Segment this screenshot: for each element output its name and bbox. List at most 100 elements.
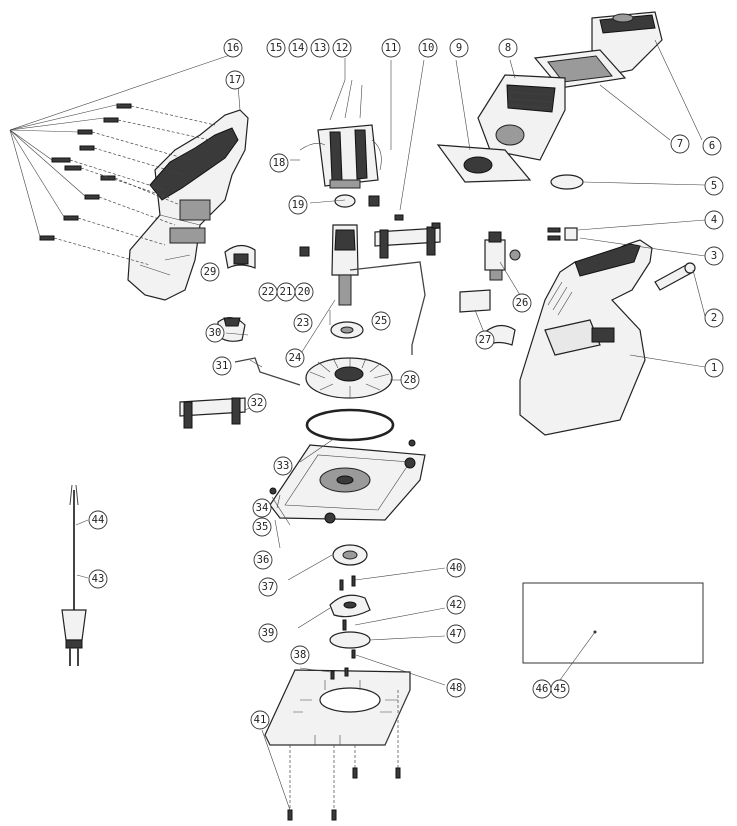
svg-text:21: 21	[280, 286, 293, 298]
callout-30: 30	[205, 323, 225, 343]
switch-26	[484, 231, 521, 281]
svg-text:32: 32	[251, 397, 264, 409]
callout-3: 3	[704, 246, 724, 266]
svg-text:29: 29	[204, 266, 217, 278]
svg-text:24: 24	[289, 352, 302, 364]
label-box	[522, 582, 704, 681]
callout-36: 36	[253, 550, 273, 570]
sanding-pad-38	[264, 667, 411, 746]
svg-text:43: 43	[92, 573, 105, 585]
svg-text:40: 40	[450, 562, 463, 574]
eccentric-39	[329, 594, 371, 618]
callout-22: 22	[258, 282, 278, 302]
housing-screws	[9, 54, 231, 266]
svg-text:18: 18	[273, 157, 286, 169]
svg-text:3: 3	[711, 250, 717, 262]
callout-14: 14	[288, 38, 308, 58]
svg-text:36: 36	[257, 554, 270, 566]
callout-24: 24	[285, 348, 305, 368]
svg-text:2: 2	[711, 312, 717, 324]
callout-31: 31	[212, 356, 232, 376]
svg-text:47: 47	[450, 628, 463, 640]
callout-35: 35	[252, 517, 272, 537]
bearing-25	[330, 321, 364, 339]
callout-46: 46	[532, 679, 552, 699]
callout-27: 27	[475, 330, 495, 350]
callout-21: 21	[276, 282, 296, 302]
callout-18: 18	[269, 153, 289, 173]
callout-13: 13	[310, 38, 330, 58]
callout-11: 11	[381, 38, 401, 58]
wire-spring	[234, 261, 426, 386]
callout-1: 1	[704, 358, 724, 378]
callout-32: 32	[247, 393, 267, 413]
callout-23: 23	[293, 313, 313, 333]
bearing-37	[332, 544, 368, 566]
screws-3-4	[547, 227, 578, 241]
svg-text:12: 12	[336, 42, 349, 54]
svg-text:26: 26	[516, 297, 529, 309]
callout-25: 25	[371, 311, 391, 331]
svg-text:11: 11	[385, 42, 398, 54]
part-30	[217, 317, 246, 342]
callout-26: 26	[512, 293, 532, 313]
callout-5: 5	[704, 176, 724, 196]
callout-39: 39	[258, 623, 278, 643]
svg-text:14: 14	[292, 42, 305, 54]
power-cord	[61, 484, 87, 666]
sleeve-2	[654, 262, 696, 291]
svg-text:4: 4	[711, 214, 717, 226]
svg-text:45: 45	[554, 683, 567, 695]
callout-28: 28	[400, 370, 420, 390]
svg-text:48: 48	[450, 682, 463, 694]
svg-text:9: 9	[456, 42, 462, 54]
callout-6: 6	[702, 136, 722, 156]
svg-text:37: 37	[262, 581, 275, 593]
svg-text:38: 38	[294, 649, 307, 661]
callout-10: 10	[418, 38, 438, 58]
callout-34: 34	[252, 498, 272, 518]
svg-text:20: 20	[298, 286, 311, 298]
callout-19: 19	[288, 195, 308, 215]
svg-text:10: 10	[422, 42, 435, 54]
brush-bridge-bottom	[179, 397, 246, 429]
callout-7: 7	[670, 134, 690, 154]
callout-8: 8	[498, 38, 518, 58]
svg-text:28: 28	[404, 374, 417, 386]
svg-text:8: 8	[505, 42, 511, 54]
fan	[305, 357, 393, 399]
callout-43: 43	[88, 569, 108, 589]
callout-29: 29	[200, 262, 220, 282]
svg-text:31: 31	[216, 360, 229, 372]
callout-16: 16	[223, 38, 243, 58]
callout-44: 44	[88, 510, 108, 530]
callout-20: 20	[294, 282, 314, 302]
o-ring-5	[550, 174, 584, 190]
dust-box-8	[477, 74, 566, 161]
armature-rotor	[299, 194, 380, 306]
svg-text:22: 22	[262, 286, 275, 298]
svg-text:25: 25	[375, 315, 388, 327]
adapter-plate-9	[436, 144, 532, 183]
svg-text:5: 5	[711, 180, 717, 192]
seal-ring-33	[305, 408, 395, 442]
disc-47	[329, 631, 371, 649]
callout-41: 41	[250, 710, 270, 730]
base-plate-36	[269, 439, 426, 524]
callout-17: 17	[225, 70, 245, 90]
svg-text:39: 39	[262, 627, 275, 639]
brush-bridge-top	[374, 214, 441, 259]
callout-9: 9	[449, 38, 469, 58]
svg-text:15: 15	[270, 42, 283, 54]
svg-text:35: 35	[256, 521, 269, 533]
svg-text:30: 30	[209, 327, 222, 339]
svg-text:42: 42	[450, 599, 463, 611]
svg-text:13: 13	[314, 42, 327, 54]
motor-stator	[299, 79, 382, 189]
callout-40: 40	[446, 558, 466, 578]
pad-screws-41	[261, 690, 401, 821]
left-housing-half	[127, 109, 249, 301]
svg-text:6: 6	[709, 140, 715, 152]
